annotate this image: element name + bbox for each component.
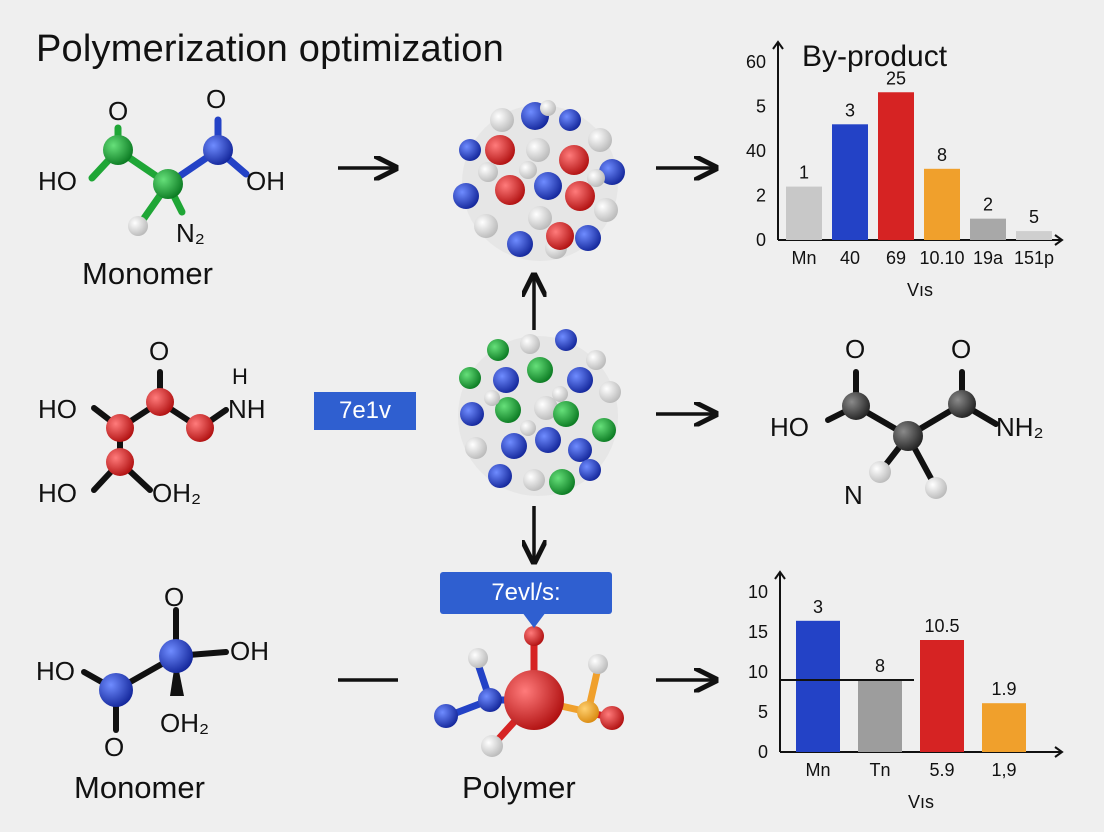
atom-label: HO — [770, 412, 809, 442]
y-tick-label: 2 — [756, 186, 766, 206]
monomer-label: Monomer — [82, 256, 213, 291]
data-label: 8 — [937, 145, 947, 165]
y-axis-arrow — [774, 570, 786, 580]
atom-label: O — [108, 96, 129, 126]
tag-pointer — [522, 612, 546, 628]
data-label: 1 — [799, 163, 809, 183]
atom-label: OH₂ — [152, 478, 202, 508]
atom-label: OH — [230, 636, 269, 666]
atom-label: O — [104, 732, 125, 762]
y-tick-label: 10 — [748, 662, 768, 682]
data-label: 25 — [886, 68, 906, 88]
y-tick-label: 10 — [748, 582, 768, 602]
atom-label: NH — [228, 394, 266, 424]
x-tick-label: Mn — [805, 760, 830, 780]
x-tick-label: 69 — [886, 248, 906, 268]
flow-arrows — [338, 168, 716, 680]
bar — [832, 124, 868, 240]
data-label: 3 — [845, 100, 855, 120]
monomer-label: Monomer — [74, 770, 205, 805]
x-tick-label: 5.9 — [929, 760, 954, 780]
y-tick-label: 0 — [758, 742, 768, 762]
atom-label: NH₂ — [996, 412, 1044, 442]
atom-label: H — [232, 364, 248, 389]
y-axis-arrow — [772, 40, 784, 50]
bar — [786, 186, 822, 240]
atom-label: O — [206, 84, 227, 114]
x-tick-label: 40 — [840, 248, 860, 268]
atom-label: OH — [246, 166, 285, 196]
x-tick-label: Tn — [869, 760, 890, 780]
x-axis-arrow — [1054, 746, 1064, 758]
polymer-label: Polymer — [462, 770, 576, 805]
bar — [920, 640, 964, 752]
bar — [982, 703, 1026, 752]
y-tick-label: 0 — [756, 230, 766, 250]
atom-label: OH₂ — [160, 708, 210, 738]
data-label: 5 — [1029, 207, 1039, 227]
y-tick-label: 5 — [756, 97, 766, 117]
bar — [878, 92, 914, 240]
y-tick-label: 5 — [758, 702, 768, 722]
polymer-cluster-middle — [458, 329, 621, 496]
atom-label: HO — [36, 656, 75, 686]
y-tick-label: 15 — [748, 622, 768, 642]
bar — [924, 168, 960, 240]
page-title: Polymerization optimization — [36, 28, 504, 70]
bar — [858, 680, 902, 752]
stage-tag: 7e1v — [314, 392, 416, 430]
x-tick-label: Mn — [791, 248, 816, 268]
atom-label: HO — [38, 478, 77, 508]
bar — [1016, 231, 1052, 240]
data-label: 10.5 — [924, 616, 959, 636]
x-axis-label: Vıs — [907, 280, 933, 300]
atom-label: O — [951, 334, 972, 364]
polymer-unit-bottom — [434, 626, 624, 757]
x-axis-label: Vıs — [908, 792, 934, 812]
atom-label: HO — [38, 166, 77, 196]
stage-tag: 7evl/s: — [440, 572, 612, 614]
atom-label: HO — [38, 394, 77, 424]
bar — [796, 620, 840, 752]
atom-label: N — [844, 480, 863, 510]
y-tick-label: 40 — [746, 141, 766, 161]
atom-label: N₂ — [176, 218, 205, 248]
data-label: 2 — [983, 195, 993, 215]
data-label: 3 — [813, 597, 823, 617]
x-axis-arrow — [1054, 234, 1064, 246]
atom-label: O — [845, 334, 866, 364]
x-tick-label: 1,9 — [991, 760, 1016, 780]
x-tick-label: 151p — [1014, 248, 1054, 268]
chart-title: By-product — [802, 40, 948, 73]
y-tick-label: 60 — [746, 52, 766, 72]
x-tick-label: 19a — [973, 248, 1004, 268]
data-label: 1.9 — [991, 679, 1016, 699]
bar — [970, 218, 1006, 240]
atom-label: O — [149, 336, 170, 366]
x-tick-label: 10.10 — [919, 248, 964, 268]
data-label: 8 — [875, 656, 885, 676]
polymer-cluster-top — [453, 100, 625, 261]
atom-label: O — [164, 582, 185, 612]
